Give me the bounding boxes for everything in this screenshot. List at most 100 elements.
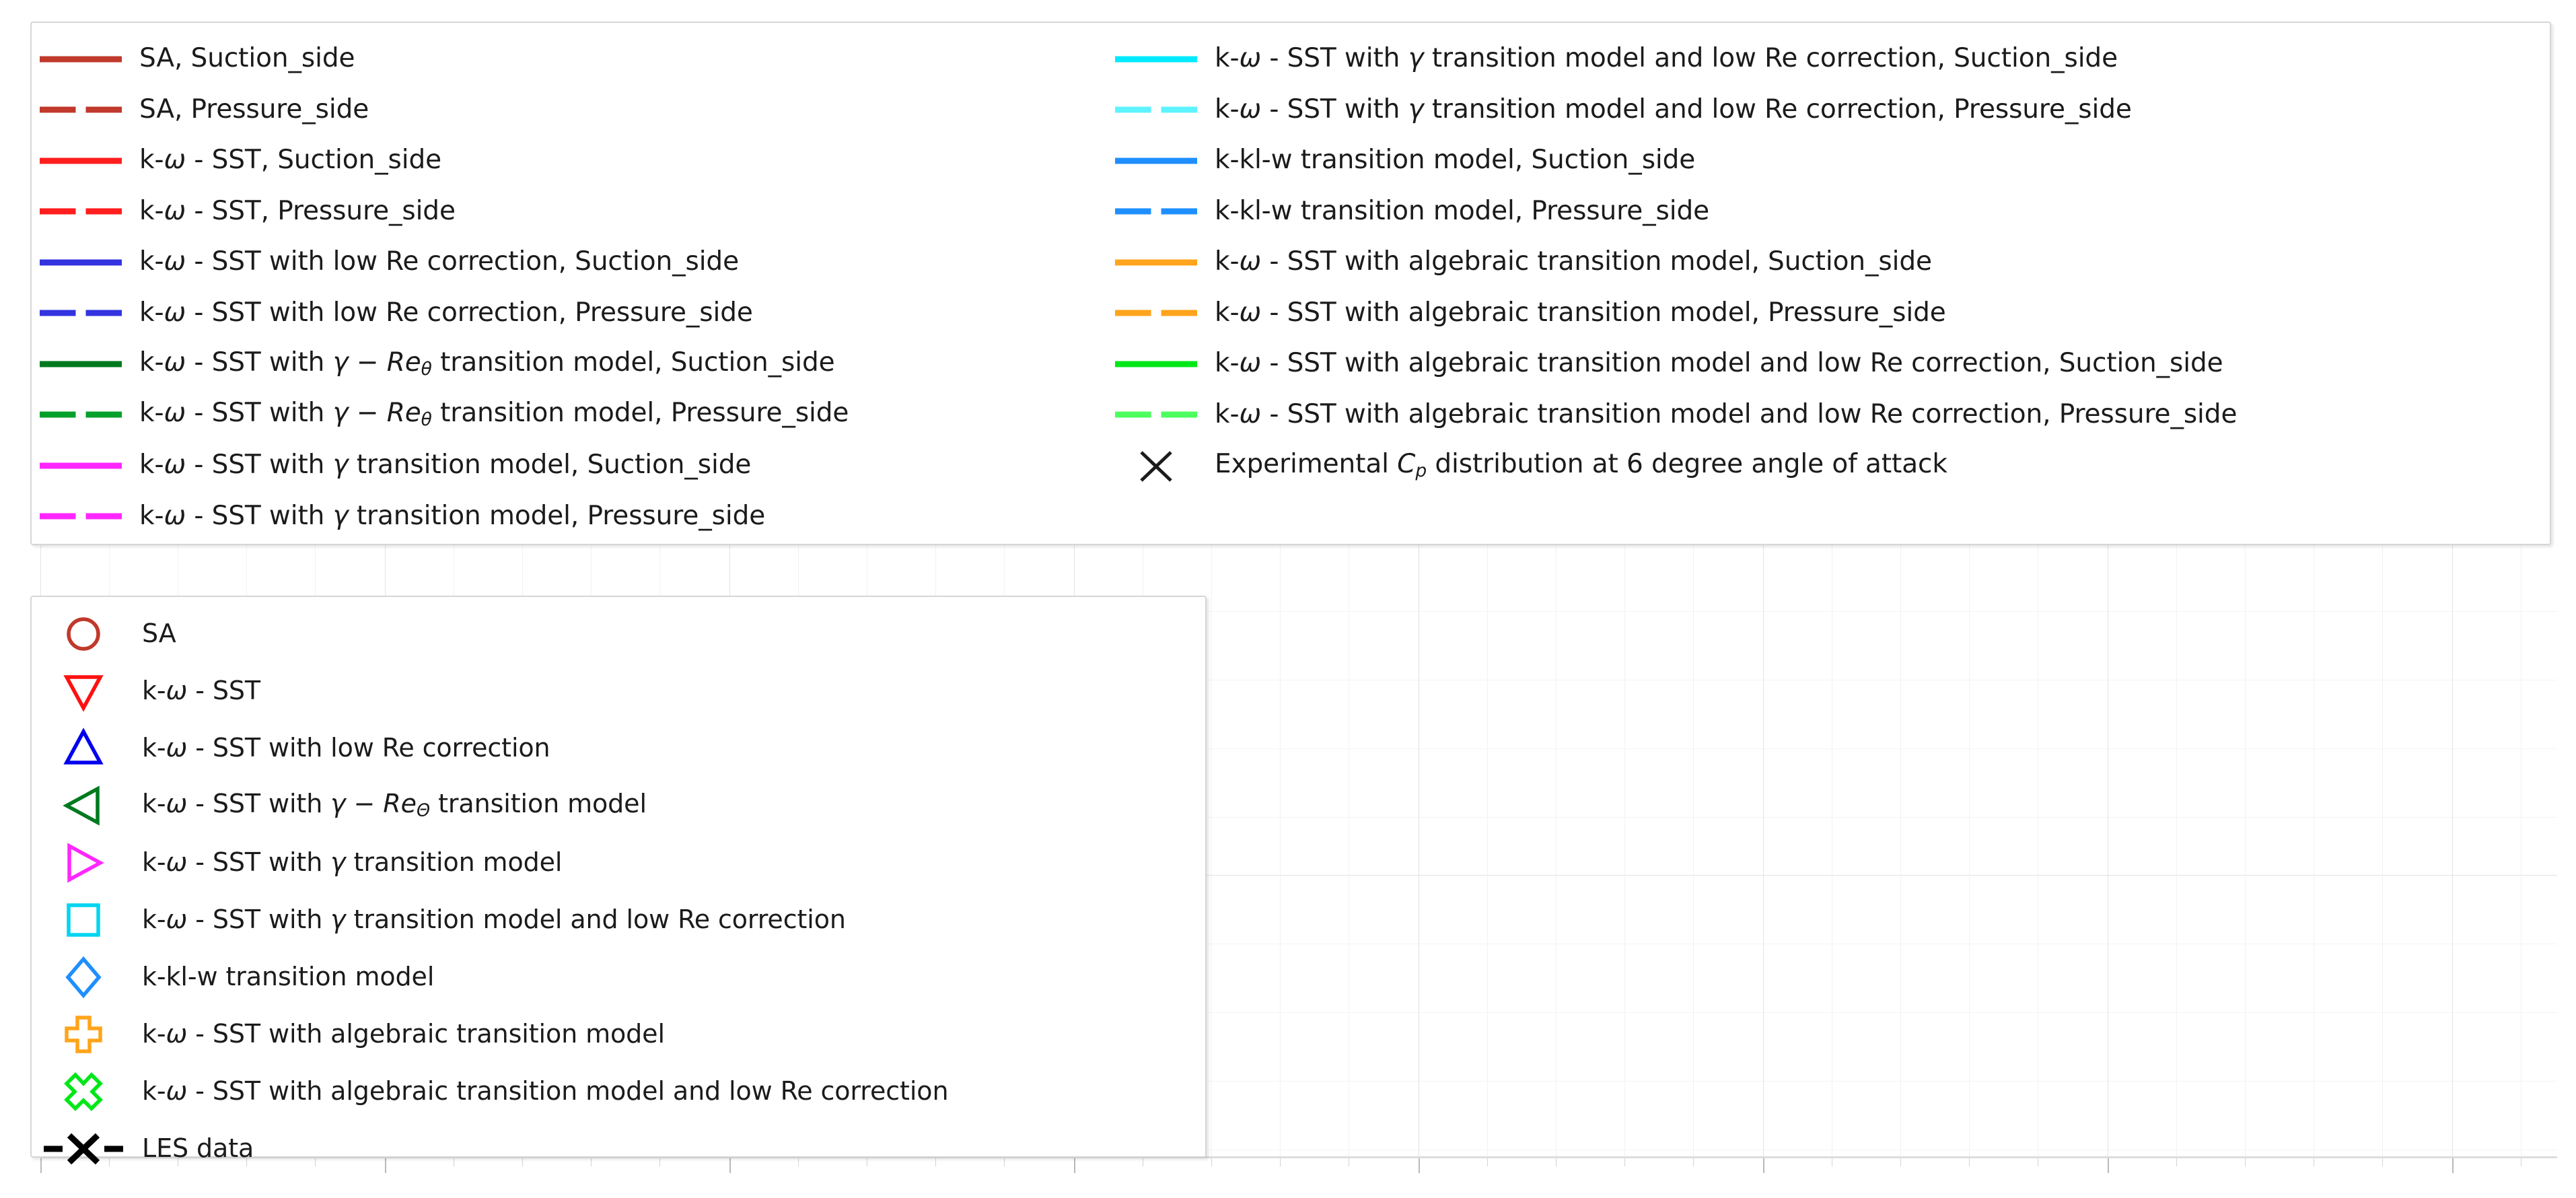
- vertical-gridline: [1693, 532, 1694, 1158]
- x-axis-minor-tick: [1556, 1158, 1557, 1166]
- dashed-line-swatch-icon: [40, 298, 122, 328]
- legend-item-label: SA, Suction_side: [139, 43, 355, 74]
- legend-item-label: k-ω - SST with γ − Reθ transition model,…: [139, 398, 849, 431]
- x-axis-major-tick: [1419, 1158, 1420, 1173]
- legend-item-label: k-ω - SST with γ − ReΘ transition model: [142, 788, 647, 821]
- legend-item[interactable]: SA: [32, 605, 1203, 662]
- legend-marker-styles[interactable]: SA k-ω - SST k-ω - SST with low Re correct…: [30, 596, 1207, 1164]
- legend-item[interactable]: k-ω - SST with low Re correction: [32, 719, 1203, 777]
- dashed-line-swatch-icon: [40, 197, 122, 226]
- x-axis-minor-tick: [2382, 1158, 2383, 1166]
- legend-item[interactable]: k-ω - SST with algebraic transition mode…: [1115, 237, 2542, 288]
- x-dashed-line-marker-icon: [42, 1125, 124, 1172]
- legend-item[interactable]: SA, Pressure_side: [40, 85, 1103, 136]
- x-axis-minor-tick: [2452, 1158, 2453, 1166]
- x-axis-minor-tick: [1693, 1158, 1694, 1166]
- legend-item[interactable]: k-ω - SST with γ transition model and lo…: [32, 891, 1203, 948]
- legend-item-label: k-ω - SST with γ − Reθ transition model,…: [139, 347, 835, 380]
- x-axis-minor-tick: [1969, 1158, 1970, 1166]
- legend-item-label: LES data: [142, 1133, 254, 1163]
- legend-item[interactable]: k-kl-w transition model, Suction_side: [1115, 135, 2542, 186]
- legend-item[interactable]: k-ω - SST with low Re correction, Pressu…: [40, 288, 1103, 339]
- legend-item[interactable]: k-ω - SST with algebraic transition mode…: [1115, 288, 2542, 339]
- vertical-gridline-major: [2452, 532, 2453, 1158]
- legend-item-label: k-ω - SST with algebraic transition mode…: [142, 1018, 665, 1049]
- legend-item[interactable]: k-ω - SST with algebraic transition mode…: [1115, 390, 2542, 441]
- x-axis-minor-tick: [1280, 1158, 1281, 1166]
- legend-item[interactable]: k-ω - SST, Pressure_side: [40, 186, 1103, 238]
- legend-item-label: k-kl-w transition model, Suction_side: [1215, 145, 1696, 176]
- legend-item[interactable]: Experimental Cp distribution at 6 degree…: [1115, 440, 2542, 491]
- x-axis-minor-tick: [1900, 1158, 1901, 1166]
- solid-line-swatch-icon: [1115, 248, 1197, 277]
- vertical-gridline: [1969, 532, 1970, 1158]
- solid-line-swatch-icon: [40, 451, 122, 481]
- legend-item[interactable]: k-ω - SST with low Re correction, Suctio…: [40, 237, 1103, 288]
- legend-item[interactable]: k-ω - SST with algebraic transition mode…: [1115, 339, 2542, 390]
- legend-item[interactable]: k-ω - SST with γ − Reθ transition model,…: [40, 339, 1103, 390]
- vertical-gridline: [1280, 532, 1281, 1158]
- legend-item-label: k-ω - SST, Suction_side: [139, 145, 442, 176]
- dashed-line-swatch-icon: [40, 400, 122, 429]
- legend-item-label: k-ω - SST with γ transition model and lo…: [1215, 94, 2132, 125]
- legend-item-label: k-ω - SST with γ transition model and lo…: [142, 904, 846, 934]
- x-axis-minor-tick: [1763, 1158, 1764, 1166]
- legend-item[interactable]: k-ω - SST with γ transition model and lo…: [1115, 34, 2542, 85]
- legend-item-label: k-ω - SST with algebraic transition mode…: [142, 1076, 949, 1106]
- triangle-right-marker-icon: [42, 839, 124, 886]
- legend-item[interactable]: SA, Suction_side: [40, 34, 1103, 85]
- legend-item[interactable]: k-ω - SST with algebraic transition mode…: [32, 1006, 1203, 1063]
- legend-column-right: k-ω - SST with γ transition model and lo…: [1115, 23, 2542, 491]
- triangle-left-marker-icon: [42, 782, 124, 829]
- legend-item-label: k-kl-w transition model, Pressure_side: [1215, 195, 1710, 226]
- solid-line-swatch-icon: [1115, 146, 1197, 176]
- vertical-gridline: [1624, 532, 1625, 1158]
- legend-item[interactable]: k-ω - SST, Suction_side: [40, 135, 1103, 186]
- legend-item[interactable]: k-ω - SST with algebraic transition mode…: [32, 1063, 1203, 1120]
- legend-item-label: k-kl-w transition model: [142, 961, 435, 991]
- square-marker-icon: [42, 896, 124, 944]
- solid-line-swatch-icon: [40, 248, 122, 277]
- diamond-marker-icon: [42, 954, 124, 1001]
- x-axis-minor-tick: [2176, 1158, 2177, 1166]
- legend-item-label: k-ω - SST with algebraic transition mode…: [1215, 348, 2223, 379]
- legend-item[interactable]: k-kl-w transition model, Pressure_side: [1115, 186, 2542, 238]
- vertical-gridline: [2452, 532, 2453, 1158]
- legend-item-label: SA: [142, 618, 176, 648]
- dashed-line-swatch-icon: [40, 501, 122, 531]
- legend-item[interactable]: k-ω - SST with γ transition model, Sucti…: [40, 440, 1103, 491]
- plus-filled-marker-icon: [42, 1011, 124, 1058]
- legend-item[interactable]: k-ω - SST with γ transition model and lo…: [1115, 85, 2542, 136]
- legend-item[interactable]: k-ω - SST with γ transition model, Press…: [40, 491, 1103, 542]
- vertical-gridline: [1763, 532, 1764, 1158]
- dashed-line-swatch-icon: [40, 95, 122, 125]
- legend-item-label: k-ω - SST: [142, 675, 260, 705]
- solid-line-swatch-icon: [40, 44, 122, 74]
- solid-line-swatch-icon: [1115, 44, 1197, 74]
- legend-item-label: k-ω - SST, Pressure_side: [139, 195, 456, 226]
- legend-item-label: k-ω - SST with γ transition model, Press…: [139, 500, 766, 531]
- legend-item[interactable]: k-ω - SST: [32, 662, 1203, 719]
- x-axis-major-tick: [2452, 1158, 2454, 1173]
- triangle-down-marker-icon: [42, 668, 124, 715]
- legend-item-label: SA, Pressure_side: [139, 94, 369, 125]
- legend-item[interactable]: k-kl-w transition model: [32, 948, 1203, 1006]
- x-filled-marker-icon: [42, 1068, 124, 1115]
- solid-line-swatch-icon: [40, 146, 122, 176]
- legend-item[interactable]: LES data: [32, 1120, 1203, 1177]
- legend-item[interactable]: k-ω - SST with γ − Reθ transition model,…: [40, 390, 1103, 441]
- legend-item-label: k-ω - SST with γ transition model, Sucti…: [139, 450, 752, 481]
- dashed-line-swatch-icon: [1115, 197, 1197, 226]
- x-axis-minor-tick: [1487, 1158, 1488, 1166]
- legend-item-label: k-ω - SST with low Re correction, Suctio…: [139, 246, 739, 277]
- circle-marker-icon: [42, 610, 124, 658]
- vertical-gridline-major: [1763, 532, 1764, 1158]
- x-axis-major-tick: [2108, 1158, 2109, 1173]
- vertical-gridline: [2382, 532, 2383, 1158]
- legend-item[interactable]: k-ω - SST with γ transition model: [32, 834, 1203, 891]
- vertical-gridline: [2245, 532, 2246, 1158]
- legend-item[interactable]: k-ω - SST with γ − ReΘ transition model: [32, 777, 1203, 834]
- dashed-line-swatch-icon: [1115, 298, 1197, 328]
